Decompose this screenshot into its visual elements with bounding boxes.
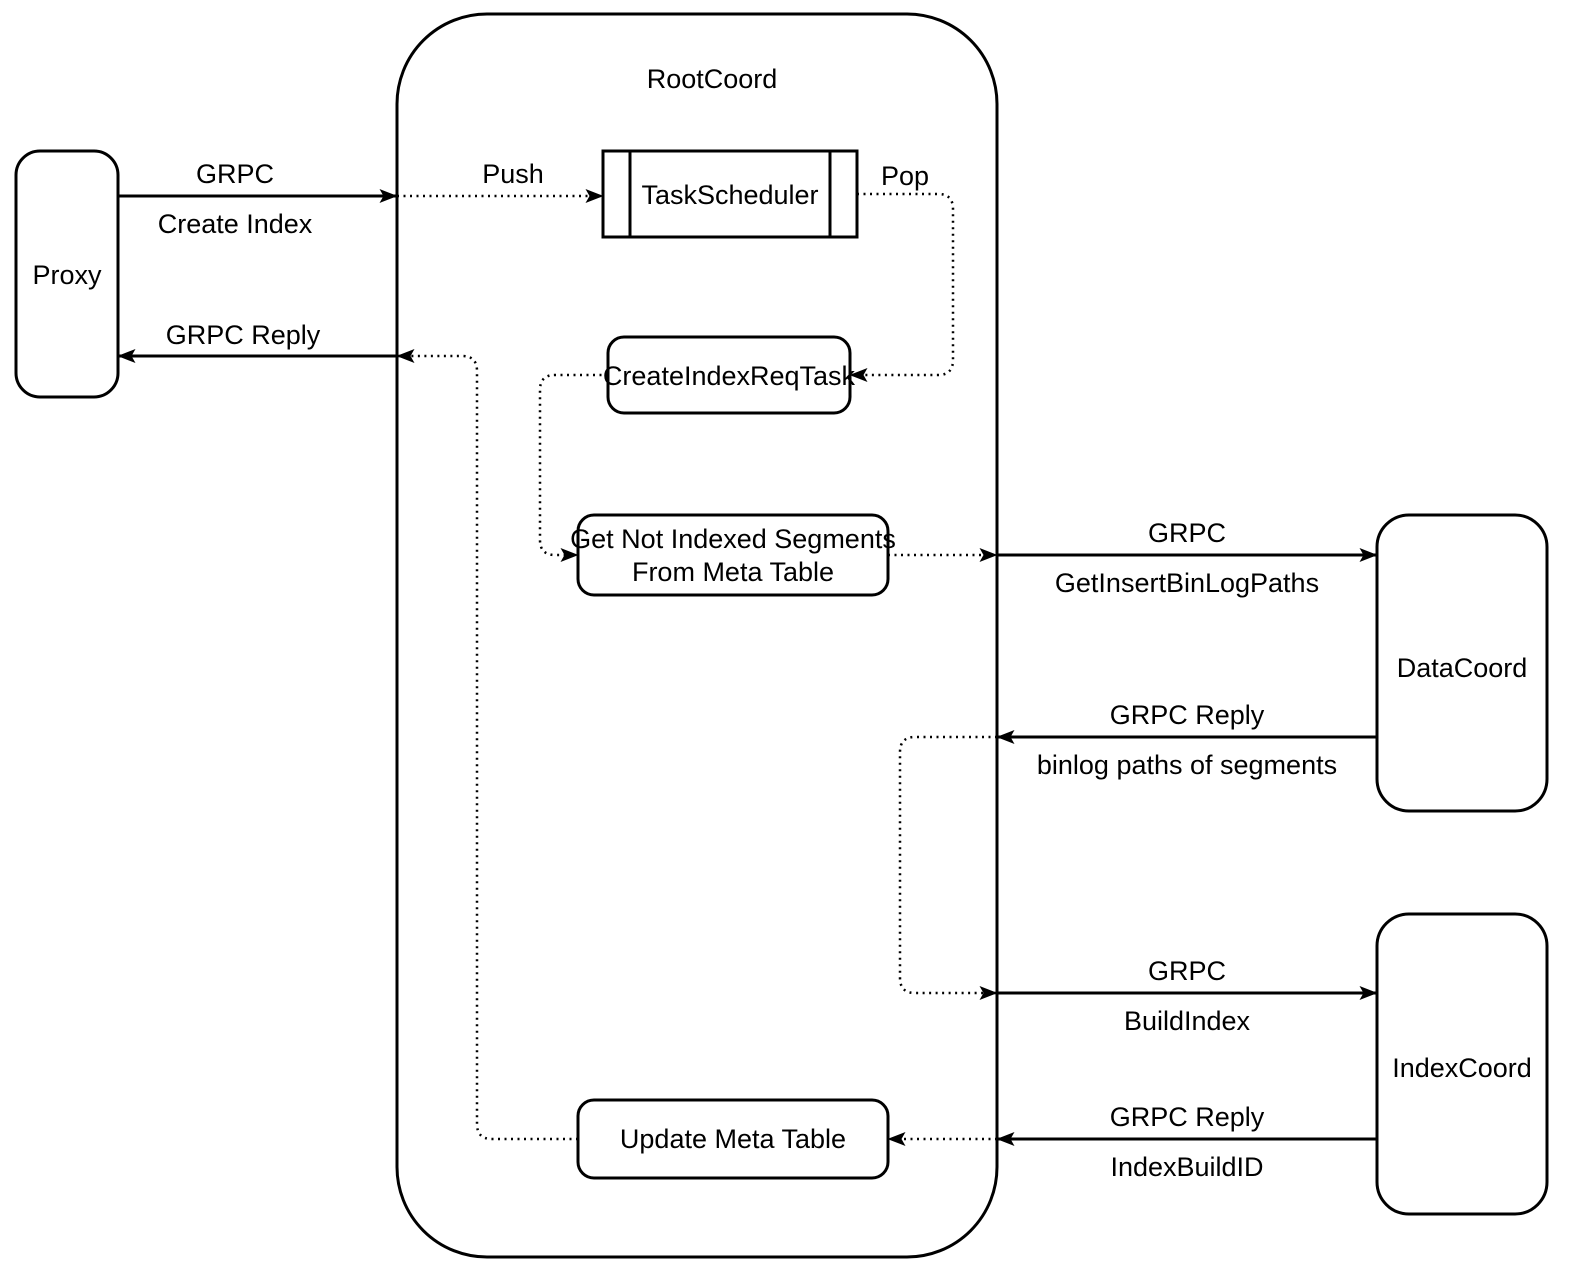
edge-build-index-label-bottom: BuildIndex bbox=[1124, 1006, 1251, 1036]
edge-req-task-to-get-segments bbox=[538, 373, 608, 562]
edge-create-index-label-top: GRPC bbox=[196, 159, 274, 189]
update-meta-table-label: Update Meta Table bbox=[620, 1124, 846, 1154]
edge-get-insert-binlog-label-bottom: GetInsertBinLogPaths bbox=[1055, 568, 1319, 598]
edge-update-meta-to-reply bbox=[396, 349, 578, 1141]
edge-binlog-reply-label-bottom: binlog paths of segments bbox=[1037, 750, 1337, 780]
task-scheduler-label: TaskScheduler bbox=[641, 180, 818, 210]
edge-push-label: Push bbox=[482, 159, 544, 189]
get-not-indexed-label-line2: From Meta Table bbox=[632, 557, 834, 587]
data-coord-node bbox=[1375, 513, 1549, 813]
edge-index-build-reply-label-top: GRPC Reply bbox=[1110, 1102, 1265, 1132]
proxy-label: Proxy bbox=[32, 260, 102, 290]
edge-grpc-reply-proxy-label-top: GRPC Reply bbox=[166, 320, 321, 350]
edge-reply-to-buildindex-loop bbox=[898, 735, 998, 1000]
create-index-req-task-label: CreateIndexReqTask bbox=[603, 361, 856, 391]
get-not-indexed-label-line1: Get Not Indexed Segments bbox=[570, 524, 896, 554]
proxy-node bbox=[14, 149, 120, 399]
index-coord-node bbox=[1375, 912, 1549, 1216]
data-coord-label: DataCoord bbox=[1397, 653, 1528, 683]
edge-pop-label: Pop bbox=[881, 161, 929, 191]
rootcoord-label: RootCoord bbox=[647, 64, 778, 94]
edge-create-index-label-bottom: Create Index bbox=[158, 209, 313, 239]
edge-pop bbox=[849, 192, 955, 382]
index-coord-label: IndexCoord bbox=[1392, 1053, 1532, 1083]
edge-index-build-reply-label-bottom: IndexBuildID bbox=[1110, 1152, 1263, 1182]
rootcoord-container bbox=[395, 12, 999, 1259]
edge-binlog-reply-label-top: GRPC Reply bbox=[1110, 700, 1265, 730]
edge-build-index-label-top: GRPC bbox=[1148, 956, 1226, 986]
task-scheduler-node bbox=[601, 149, 859, 239]
edge-get-insert-binlog-label-top: GRPC bbox=[1148, 518, 1226, 548]
